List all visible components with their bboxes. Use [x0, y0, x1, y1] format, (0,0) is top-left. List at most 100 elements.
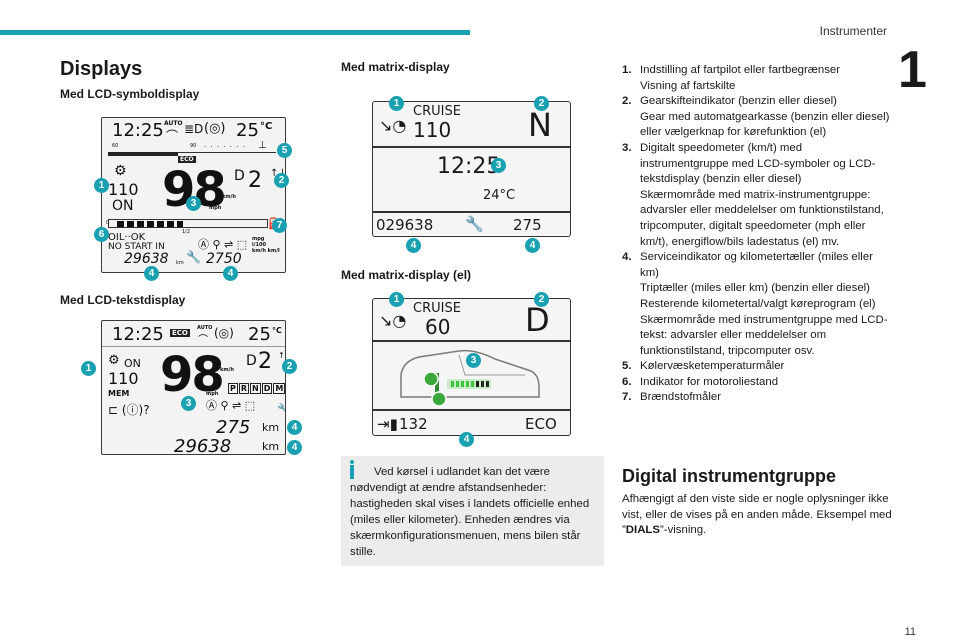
gear-p: P: [228, 383, 238, 394]
fuel-half: 1/2: [182, 229, 191, 235]
callout-2: 2: [534, 292, 549, 307]
cruise-speed: 110: [413, 118, 452, 142]
temp-unit: °C: [260, 121, 273, 132]
coolant-scale: 60 90 · · · · · · · ⊥: [108, 140, 276, 153]
legend-line: Serviceindikator og kilometertæller (mil…: [640, 251, 873, 279]
callout-3: 3: [466, 353, 481, 368]
oil-level-text: OIL··OK: [108, 232, 146, 243]
gear-number: 2: [248, 168, 262, 193]
legend-line: Kølervæsketemperaturmåler: [640, 360, 785, 373]
speed-unit-kmh: km/h: [220, 367, 234, 373]
callout-3: 3: [181, 396, 196, 411]
callout-legend: 1. Indstilling af fartpilot eller fartbeg…: [622, 63, 892, 406]
callout-2: 2: [282, 359, 297, 374]
callout-3: 3: [186, 196, 201, 211]
callout-2: 2: [534, 96, 549, 111]
cruise-speed: 60: [425, 315, 451, 339]
charge-plug-icon: ⇥▮: [377, 415, 398, 433]
section-title: Displays: [60, 58, 143, 80]
fuel-empty: 0: [106, 220, 110, 226]
cruise-icon: ⚙: [108, 353, 120, 368]
chapter-title: Instrumenter: [819, 24, 887, 38]
auto-label: AUTO: [164, 120, 183, 127]
legend-text: Digitalt speedometer (km/t) med instrume…: [640, 141, 892, 250]
divider-bottom: [373, 211, 570, 213]
range-value: 132: [399, 415, 428, 433]
fuel-gauge: [108, 219, 268, 228]
legend-line: Indstilling af fartpilot eller fartbegræ…: [640, 64, 841, 76]
callout-1: 1: [389, 96, 404, 111]
callout-1: 1: [94, 178, 109, 193]
legend-text: Gearskifteindikator (benzin eller diesel…: [640, 94, 892, 141]
legend-text: Brændstofmåler: [640, 390, 892, 406]
odometer-unit: km: [176, 260, 184, 266]
gear-d: D: [261, 383, 273, 394]
trip-unit: km: [262, 421, 280, 434]
brake-icon: (◎): [214, 326, 234, 340]
legend-number: 1.: [622, 64, 632, 76]
legend-line: Visning af fartskilte: [640, 79, 736, 92]
gear-letter: D: [234, 168, 245, 184]
clock: 12:25: [112, 120, 164, 141]
cruise-label: CRUISE: [413, 104, 461, 119]
odometer: 29638: [174, 436, 232, 455]
shift-arrows-icon: ↑↓: [278, 351, 285, 360]
legend-item: 1. Indstilling af fartpilot eller fartbeg…: [622, 63, 892, 94]
legend-number: 7.: [622, 391, 632, 404]
gear-n: N: [250, 383, 261, 394]
legend-number: 3.: [622, 141, 632, 154]
callout-1: 1: [389, 292, 404, 307]
car-window: [458, 354, 525, 376]
chapter-number: 1: [898, 41, 927, 99]
coolant-temp-icon: ⊥: [258, 140, 267, 151]
coolant-bar: [108, 152, 178, 156]
cruise-on: ON: [112, 198, 134, 214]
legend-line: Digitalt speedometer (km/t) med instrume…: [640, 141, 876, 186]
legend-number: 2.: [622, 95, 632, 108]
prndm-selector: P R N D M: [228, 383, 285, 394]
cruise-on: ON: [124, 357, 141, 370]
speed-unit-mph: mph: [209, 205, 222, 211]
legend-text: Indikator for motoroliestand: [640, 375, 892, 391]
front-wheel: [423, 371, 439, 387]
gear-number: 2: [258, 349, 272, 374]
headlight-icon: ≣D: [184, 122, 204, 136]
legend-item: 5.Kølervæsketemperaturmåler: [622, 359, 892, 375]
clock: 12:25: [437, 154, 501, 179]
info-icon: [350, 465, 354, 479]
legend-number: 6.: [622, 375, 632, 388]
callout-4: 4: [459, 432, 474, 447]
legend-line: Brændstofmåler: [640, 391, 722, 404]
trip-units: mpg l/100 km/h km/l: [252, 236, 280, 254]
callout-3: 3: [491, 158, 506, 173]
cruise-icon: ⚙: [114, 163, 127, 179]
rear-wheel: [431, 391, 447, 407]
legend-line: Gear med automatgearkasse (benzin eller …: [640, 110, 890, 139]
callout-4b: 4: [287, 440, 302, 455]
gear-r: R: [238, 383, 250, 394]
pressure-icon: ⊏ (ⓘ)?: [108, 403, 150, 417]
callout-7: 7: [272, 218, 287, 233]
trip-meter: 275: [513, 216, 542, 234]
legend-item: 6. Indikator for motoroliestand: [622, 375, 892, 391]
gear-letter: D: [246, 353, 257, 369]
legend-line: Indikator for motoroliestand: [640, 375, 779, 388]
legend-line: Resterende kilometertal/valgt køreprogra…: [640, 297, 876, 310]
gear-indicator: D: [525, 301, 550, 339]
wiper-icon: ⌒: [198, 335, 208, 346]
legend-line: Triptæller (miles eller km) (benzin elle…: [640, 282, 870, 295]
callout-2: 2: [274, 173, 289, 188]
gear-m: M: [273, 383, 285, 394]
divider-top: [373, 146, 570, 148]
divider-top: [373, 340, 570, 342]
car-energy-flow: [400, 349, 540, 407]
wrench-icon: 🔧: [465, 215, 484, 233]
legend-line: Skærmområde med matrix-instrumentgruppe:…: [640, 188, 884, 248]
matrix-display: ↘◔ CRUISE 110 N 12:25 24°C 029638 🔧 275: [372, 101, 571, 237]
legend-text: Serviceindikator og kilometertæller (mil…: [640, 250, 892, 359]
info-icon-dot: [350, 460, 354, 464]
gear-indicator: N: [528, 106, 552, 144]
info-box: Ved kørsel i udlandet kan det være nødve…: [341, 456, 604, 566]
coolant-scale-mid: 90: [190, 143, 197, 149]
battery-level: [451, 381, 489, 387]
